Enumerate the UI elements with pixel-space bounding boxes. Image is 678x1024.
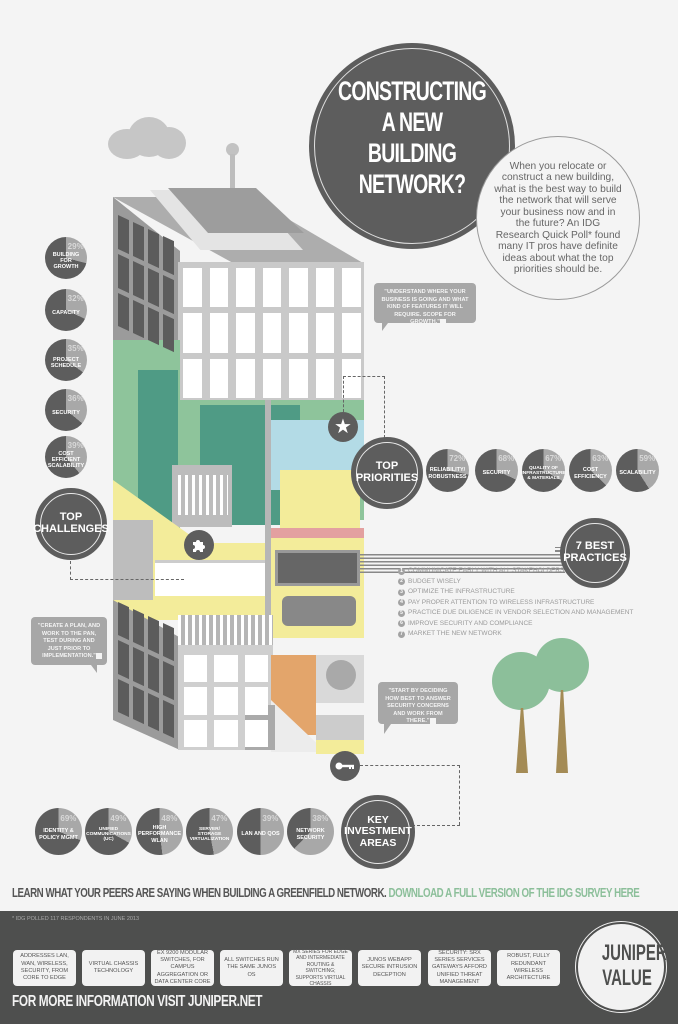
value-item: JUNOS WEBAPP SECURE INTRUSION DECEPTION <box>358 950 421 986</box>
value-item: MX SERIES FOR EDGE AND INTERMEDIATE ROUT… <box>289 949 352 987</box>
connector-priorities-v <box>384 376 385 438</box>
quote-text: "START BY DECIDING HOW BEST TO ANSWER SE… <box>385 688 451 725</box>
pie-network-security: 38% NETWORK SECURITY <box>287 808 334 855</box>
value-item: ROBUST, FULLY REDUNDANT WIRELESS ARCHITE… <box>497 950 560 986</box>
connector-investment <box>360 765 460 825</box>
connector-investment-h <box>412 825 460 826</box>
value-item: SECURITY: SRX SERIES SERVICES GATEWAYS A… <box>428 950 491 986</box>
pie-identity-policy: 69% IDENTITY & POLICY MGMT <box>35 808 82 855</box>
badge-line: TOP <box>59 511 83 524</box>
value-item: ADDRESSES LAN, WAN, WIRELESS, SECURITY, … <box>13 950 76 986</box>
trees-illustration <box>490 638 620 773</box>
pie-building-for-growth: 29% BUILDING FOR GROWTH <box>45 237 87 279</box>
more-info-link[interactable]: FOR MORE INFORMATION VISIT JUNIPER.NET <box>12 993 350 1011</box>
pie-reliability: 72% RELIABILITY/ ROBUSTNESS <box>426 449 469 492</box>
side-windows-lower <box>118 602 174 739</box>
pie-scalability: 59% SCALABILITY <box>616 449 659 492</box>
juniper-line-2: VALUE <box>602 965 652 990</box>
badge-line: PRIORITIES <box>355 472 419 484</box>
key-icon <box>330 751 360 781</box>
investment-quote-bubble: "START BY DECIDING HOW BEST TO ANSWER SE… <box>378 682 458 734</box>
connector-priorities <box>343 376 385 412</box>
title-line-3: NETWORK? <box>358 169 466 199</box>
badge-line: 7 BEST <box>575 540 615 553</box>
badge-line: KEY <box>367 814 389 827</box>
title-line-1: CONSTRUCTING <box>338 76 487 106</box>
badge-line: AREAS <box>359 836 397 849</box>
download-survey-link[interactable]: DOWNLOAD A FULL VERSION OF THE IDG SURVE… <box>388 886 640 900</box>
cloud-illustration <box>108 117 188 161</box>
challenges-quote-bubble: "CREATE A PLAN, AND WORK TO THE PAN, TES… <box>31 617 107 673</box>
cta-text: LEARN WHAT YOUR PEERS ARE SAYING WHEN BU… <box>12 886 387 900</box>
value-item: ALL SWITCHES RUN THE SAME JUNOS OS <box>220 950 283 986</box>
more-info-text: FOR MORE INFORMATION VISIT JUNIPER.NET <box>12 993 263 1010</box>
side-windows-upper <box>118 215 174 391</box>
pie-lan-qos: 39% LAN AND QoS <box>237 808 284 855</box>
badge-line: TOP <box>375 460 399 473</box>
juniper-value-badge: JUNIPER VALUE <box>576 922 667 1012</box>
badge-line: INVESTMENT <box>344 825 412 838</box>
quote-text: "CREATE A PLAN, AND WORK TO THE PAN, TES… <box>37 623 101 660</box>
pie-project-schedule: 35% PROJECT SCHEDULE <box>45 339 87 381</box>
intro-circle: When you relocate or construct a new bui… <box>476 136 640 300</box>
pie-priority-security: 68% SECURITY <box>475 449 518 492</box>
quote-text: "UNDERSTAND WHERE YOUR BUSINESS IS GOING… <box>381 289 469 326</box>
front-windows-lower <box>184 655 268 747</box>
footnote: * IDG POLLED 117 RESPONDENTS IN JUNE 201… <box>12 916 140 922</box>
pie-quality: 67% QUALITY OF INFRASTRUCTURE & MATERIAL… <box>521 449 566 492</box>
pie-security: 36% SECURITY <box>45 389 87 431</box>
star-icon: ★ <box>328 412 358 442</box>
puzzle-icon <box>184 530 214 560</box>
badge-line: CHALLENGES <box>33 523 109 535</box>
pie-virtualization: 47% SERVER/ STORAGE VIRTUALIZATION <box>186 808 233 855</box>
cta-line: LEARN WHAT YOUR PEERS ARE SAYING WHEN BU… <box>12 886 672 900</box>
badge-line: PRACTICES <box>563 552 627 564</box>
priorities-quote-bubble: "UNDERSTAND WHERE YOUR BUSINESS IS GOING… <box>374 283 476 331</box>
front-windows-upper <box>183 268 361 398</box>
pie-unified-comms: 49% UNIFIED COMMUNICATIONS (UC) <box>85 808 132 855</box>
pie-cost-efficiency: 63% COST EFFICIENCY <box>569 449 612 492</box>
pie-capacity: 32% CAPACITY <box>45 289 87 331</box>
juniper-line-1: JUNIPER <box>601 940 667 965</box>
value-item: EX 9200 MODULAR SWITCHES, FOR CAMPUS AGG… <box>151 950 214 986</box>
intro-text: When you relocate or construct a new bui… <box>494 160 622 276</box>
value-item: VIRTUAL CHASSIS TECHNOLOGY <box>82 950 145 986</box>
title-line-2: A NEW BUILDING <box>367 107 457 168</box>
connector-challenges <box>70 545 184 580</box>
pie-cost-efficient-scalability: 39% COST EFFICIENT SCALABILITY <box>45 436 87 478</box>
pie-wlan: 48% HIGH PERFORMANCE WLAN <box>136 808 183 855</box>
